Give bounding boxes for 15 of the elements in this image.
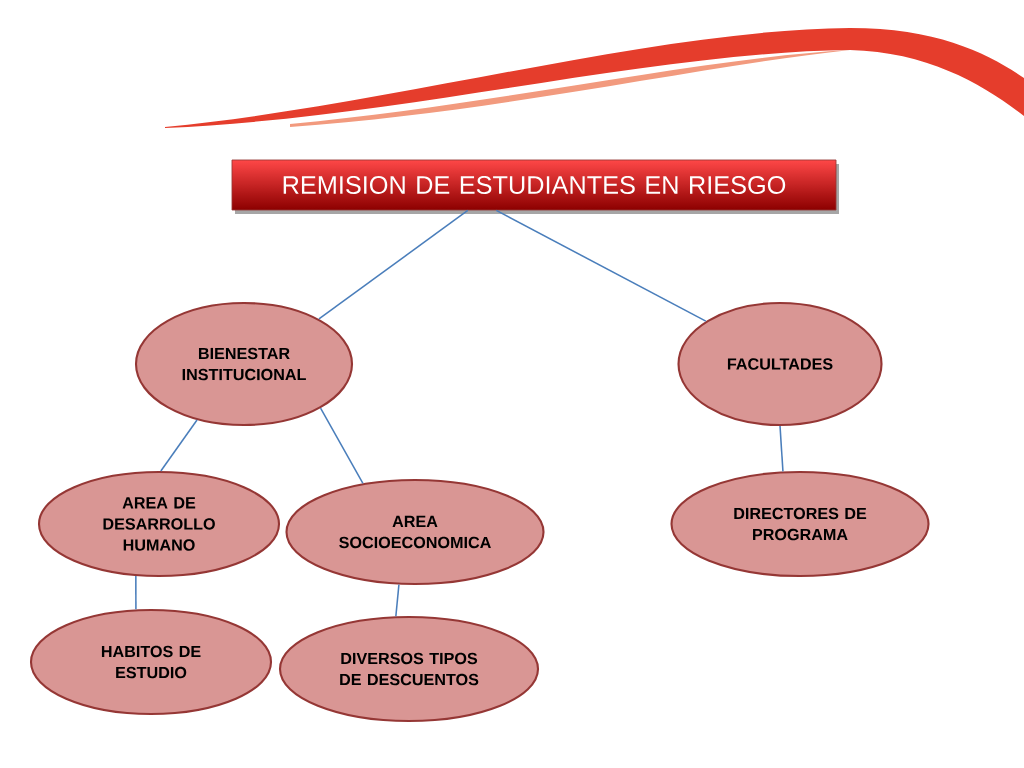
connector-line xyxy=(395,583,400,617)
title-box: REMISION DE ESTUDIANTES EN RIESGO xyxy=(231,159,839,214)
oval-node: HABITOS DE ESTUDIO xyxy=(29,608,273,716)
oval-node: AREA DE DESARROLLO HUMANO xyxy=(37,470,281,578)
connector-line xyxy=(779,425,784,473)
oval-node: AREA SOCIOECONOMICA xyxy=(285,478,545,586)
connector-line xyxy=(495,209,707,322)
connector-line xyxy=(135,575,137,611)
connector-line xyxy=(160,419,198,472)
connector-line xyxy=(318,209,469,320)
oval-node: BIENESTAR INSTITUCIONAL xyxy=(134,301,354,427)
connector-line xyxy=(319,407,364,485)
oval-node: DIVERSOS TIPOS DE DESCUENTOS xyxy=(278,615,540,723)
oval-node: DIRECTORES DE PROGRAMA xyxy=(670,470,930,578)
oval-node: FACULTADES xyxy=(677,301,883,427)
